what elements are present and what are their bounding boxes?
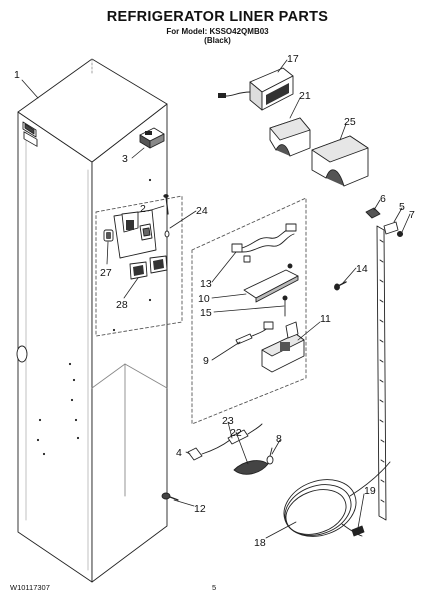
air-duct-21 [269, 117, 311, 157]
callout-4: 4 [176, 447, 182, 459]
callout-22: 22 [230, 427, 242, 439]
control-housing [139, 127, 165, 149]
vent-cutout [23, 131, 38, 147]
callout-6: 6 [380, 193, 386, 205]
callout-7: 7 [409, 209, 415, 221]
callout-19: 19 [364, 485, 376, 497]
clip-6 [365, 207, 381, 219]
control-module-17 [218, 67, 294, 111]
clip-4 [187, 447, 203, 461]
lower-parts [187, 423, 274, 475]
rail-assembly [365, 207, 404, 521]
callout-28: 28 [116, 299, 128, 311]
callout-3: 3 [122, 153, 128, 165]
harness-13 [231, 243, 243, 253]
callout-15: 15 [200, 307, 212, 319]
fitting-19 [351, 525, 365, 537]
document-number: W10117307 [10, 583, 50, 592]
callout-23: 23 [222, 415, 234, 427]
screw-8 [266, 455, 274, 465]
sensor-9 [235, 333, 253, 345]
cover-22 [233, 460, 269, 475]
callout-13: 13 [200, 278, 212, 290]
model-line: For Model: KSSO42QMB03 [166, 27, 269, 36]
callout-2: 2 [140, 203, 146, 215]
callout-25: 25 [344, 116, 356, 128]
callout-9: 9 [203, 355, 209, 367]
color-line: (Black) [204, 36, 231, 45]
drain-hole [16, 345, 28, 363]
screw-7 [396, 230, 404, 238]
callout-10: 10 [198, 293, 210, 305]
air-duct-25 [311, 135, 369, 187]
callout-11: 11 [320, 313, 331, 325]
page-number: 5 [212, 583, 217, 592]
callout-27: 27 [100, 267, 112, 279]
callout-18: 18 [254, 537, 266, 549]
screw-14 [334, 281, 347, 291]
callout-5: 5 [399, 201, 405, 213]
screw-12 [161, 492, 179, 501]
callout-14: 14 [356, 263, 368, 275]
bracket-5 [383, 221, 399, 235]
center-assembly-group [191, 197, 307, 425]
callout-24: 24 [196, 205, 208, 217]
liner-cabinet [16, 58, 168, 583]
light-housing-group [95, 194, 183, 337]
callout-labels: 1 2 3 24 27 28 17 21 25 6 5 7 14 13 10 1… [14, 53, 415, 549]
callout-8: 8 [276, 433, 282, 445]
page-title: REFRIGERATOR LINER PARTS [106, 9, 329, 25]
callout-21: 21 [299, 90, 311, 102]
callout-1: 1 [14, 69, 20, 81]
callout-12: 12 [194, 503, 206, 515]
tube-coil-18 [283, 461, 391, 537]
callout-17: 17 [287, 53, 299, 65]
leader-lines [21, 59, 411, 539]
